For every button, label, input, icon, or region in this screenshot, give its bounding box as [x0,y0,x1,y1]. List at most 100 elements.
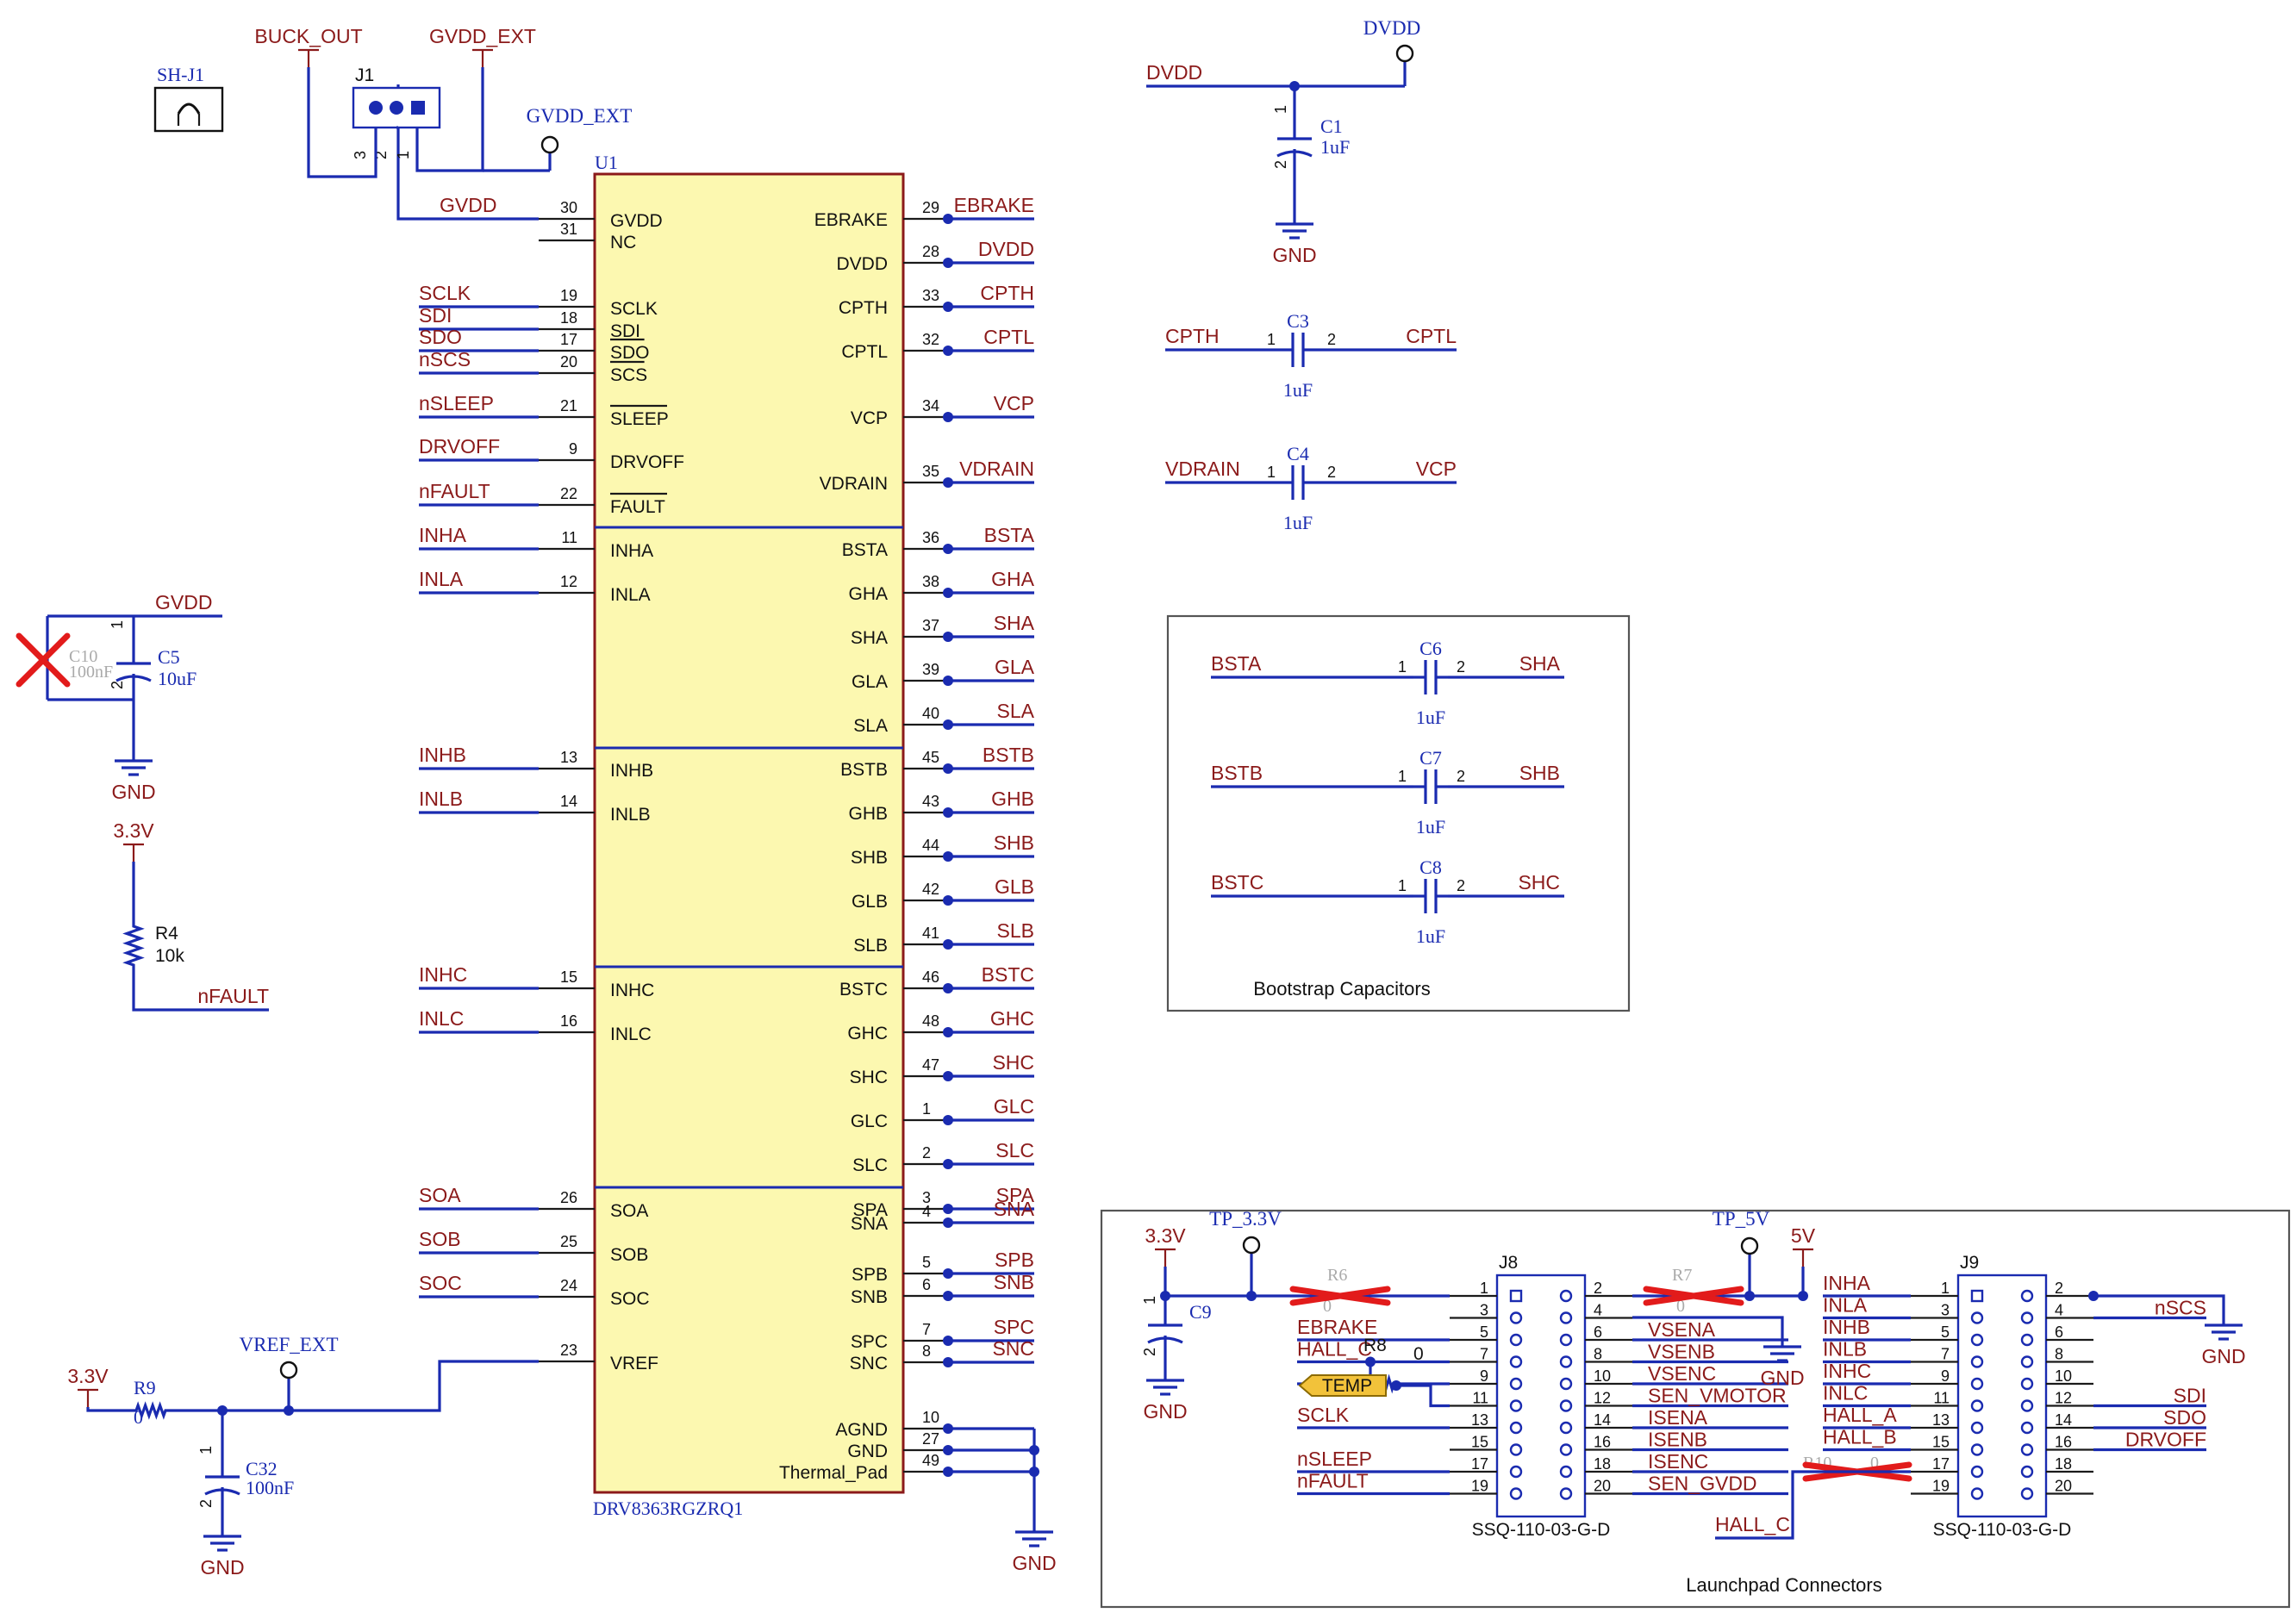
u1-pin-number: 36 [922,529,939,546]
u1-pin-label-sha: SHA [851,628,888,648]
r6-val: 0 [1323,1297,1332,1316]
u1-pin-label-cpth: CPTH [839,298,888,318]
net-label-sdi: SDI [419,304,452,327]
j9-pin-num: 9 [1941,1367,1950,1385]
net-label-gha: GHA [991,568,1035,590]
j9-pin-num: 8 [2055,1346,2063,1363]
junction-dot [943,412,953,422]
u1-pin-number: 38 [922,573,939,590]
j9-pin-num: 7 [1941,1346,1950,1363]
bootstrap-pin: 2 [1457,877,1465,894]
u1-pin-label-snb: SNB [851,1287,888,1307]
buck-out-label: BUCK_OUT [254,25,362,47]
wire [1632,1316,1784,1331]
c5-pin: 2 [109,681,126,689]
u1-pin-number: 27 [922,1430,939,1448]
test-point-icon [279,1361,298,1379]
u1-pin-number: 31 [560,221,577,238]
j9-pin-num: 5 [1941,1323,1950,1341]
j9-pin-num: 18 [2055,1455,2072,1473]
j9-pin-num: 17 [1932,1455,1950,1473]
vref-rail-label: 3.3V [67,1365,109,1387]
bootstrap-pin: 2 [1457,768,1465,785]
j9-pin1-square [1970,1289,1984,1303]
net-label-glc: GLC [994,1095,1034,1118]
u1-gnd-label: GND [1012,1552,1056,1574]
j8-pin-num: 15 [1471,1434,1488,1451]
r4-resistor [122,918,145,974]
net-label-sha: SHA [994,612,1035,634]
u1-pin-number: 23 [560,1342,577,1359]
u1-pin-label-ghb: GHB [848,804,888,824]
j1-pin-3 [369,101,383,115]
c4-pin: 2 [1327,464,1336,481]
u1-pin-number: 46 [922,968,939,986]
u1-pin-label-soc: SOC [610,1289,650,1309]
net-label-nsleep: nSLEEP [1297,1448,1372,1470]
j8-pin-num: 3 [1480,1302,1488,1319]
net-label-cptl: CPTL [1406,325,1457,347]
c1-cap-plate [1276,150,1313,158]
r10-val: 0 [1870,1454,1879,1473]
junction-dot [943,544,953,554]
j9-pin [1970,1399,1984,1412]
j8-pin [1559,1421,1573,1435]
j8-pin-num: 11 [1472,1390,1488,1407]
u1-pin-label-sla: SLA [853,716,888,736]
u1-pin-label-inhb: INHB [610,761,653,781]
junction-dot [943,939,953,950]
j9-pin [2020,1289,2034,1303]
r7-val: 0 [1676,1297,1685,1316]
bootstrap-cap-ref: C6 [1419,638,1442,659]
net-label-sdo: SDO [2163,1406,2206,1429]
net-label-sen-gvdd: SEN_GVDD [1648,1473,1757,1495]
junction-dot [943,302,953,312]
u1-pin-number: 32 [922,331,939,348]
net-label-nsleep: nSLEEP [419,392,494,414]
u1-pin-label-drvoff: DRVOFF [610,452,684,472]
bootstrap-pin: 1 [1398,768,1407,785]
u1-pin-number: 30 [560,199,577,216]
j9-pin [1970,1487,1984,1500]
junction-dot [943,258,953,268]
net-label-ghc: GHC [990,1007,1034,1030]
j9-pin-num: 11 [1933,1390,1950,1407]
j9-pin [1970,1355,1984,1368]
j8-pin [1559,1289,1573,1303]
u1-pin-number: 12 [560,573,577,590]
u1-pin-number: 1 [922,1100,931,1118]
j8-pin [1559,1465,1573,1479]
j9-pin-num: 13 [1932,1411,1950,1429]
junction-dot [943,676,953,686]
net-label-slc: SLC [995,1139,1034,1161]
bootstrap-title: Bootstrap Capacitors [1253,978,1430,1000]
net-label-inla: INLA [419,568,464,590]
j8-pin-num: 8 [1594,1346,1602,1363]
junction-dot [943,851,953,862]
net-label-inlb: INLB [419,788,463,810]
launchpad-33v-rail: 3.3V [1145,1224,1186,1247]
net-label-sna: SNA [994,1198,1035,1220]
u1-pin-label-vdrain: VDRAIN [820,474,888,494]
j8-pin [1559,1355,1573,1368]
c4-ref: C4 [1287,443,1309,464]
c9-cap-plate [1147,1336,1183,1344]
j1-pin-num: 2 [372,151,390,159]
net-label-cptl: CPTL [983,326,1034,348]
j8-pin-num: 7 [1480,1346,1488,1363]
j9-pin [2020,1399,2034,1412]
j8-pin [1509,1465,1523,1479]
u1-pin-label-slb: SLB [853,936,888,956]
vref-gnd-label: GND [200,1556,244,1579]
u1-pin-number: 40 [922,705,939,722]
r4-val: 10k [155,946,184,966]
net-label-gla: GLA [995,656,1035,678]
temp-port-icon [1298,1374,1387,1397]
u1-pin-number: 6 [922,1276,931,1293]
u1-pin-number: 16 [560,1012,577,1030]
j8-pin [1559,1333,1573,1347]
net-label-nfault: nFAULT [1297,1470,1369,1492]
u1-pin-label-vcp: VCP [851,408,888,428]
c1-val: 1uF [1320,136,1350,158]
u1-pin-number: 43 [922,793,939,810]
